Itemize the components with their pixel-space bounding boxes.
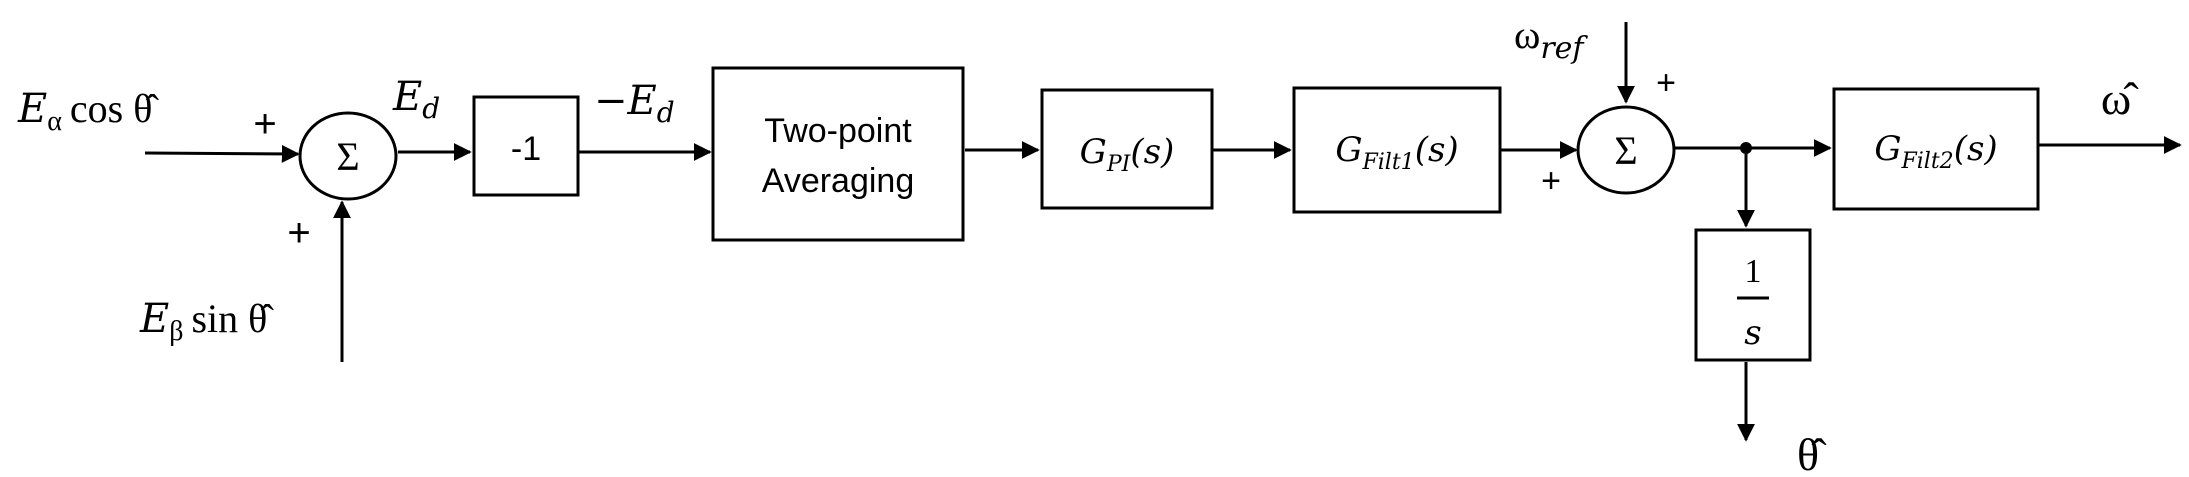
integrator-block: 1 s [1694,228,1812,362]
averaging-label-line2: Averaging [762,162,915,200]
pi-controller-block: GPI(s) [1040,88,1214,210]
theta-hat-output-label: θ̂ [1797,429,1827,477]
sum1-symbol: Σ [336,134,359,179]
omega-ref-label: ωref [1514,12,1588,66]
sum2-top-sign: + [1656,64,1676,102]
sum2-symbol: Σ [1614,128,1637,173]
two-point-averaging-block: Two-point Averaging [711,66,965,242]
averaging-label-line1: Two-point [764,112,912,150]
summing-junction-2: Σ [1576,105,1676,195]
pi-label: GPI(s) [1080,132,1175,177]
sum2-left-sign: + [1541,162,1561,200]
sum1-bottom-sign: + [287,211,310,255]
integrator-denominator: s [1744,313,1761,353]
summing-junction-1: Σ [298,111,398,201]
filt1-label: GFilt1(s) [1335,130,1458,175]
filter2-block: GFilt2(s) [1832,87,2040,211]
ed-label: Ed [392,74,440,125]
branch-point [1740,142,1752,154]
omega-hat-output-label: ω̂ [2101,73,2139,124]
wire-alpha-to-sum1 [144,144,300,163]
gain-block: -1 [472,95,580,197]
filt2-label: GFilt2(s) [1874,129,1997,174]
filter1-block: GFilt1(s) [1292,86,1502,214]
neg-ed-label: −Ed [594,78,675,129]
sum1-left-sign: + [253,102,276,146]
gain-label: -1 [511,130,541,168]
integrator-numerator: 1 [1745,253,1762,290]
